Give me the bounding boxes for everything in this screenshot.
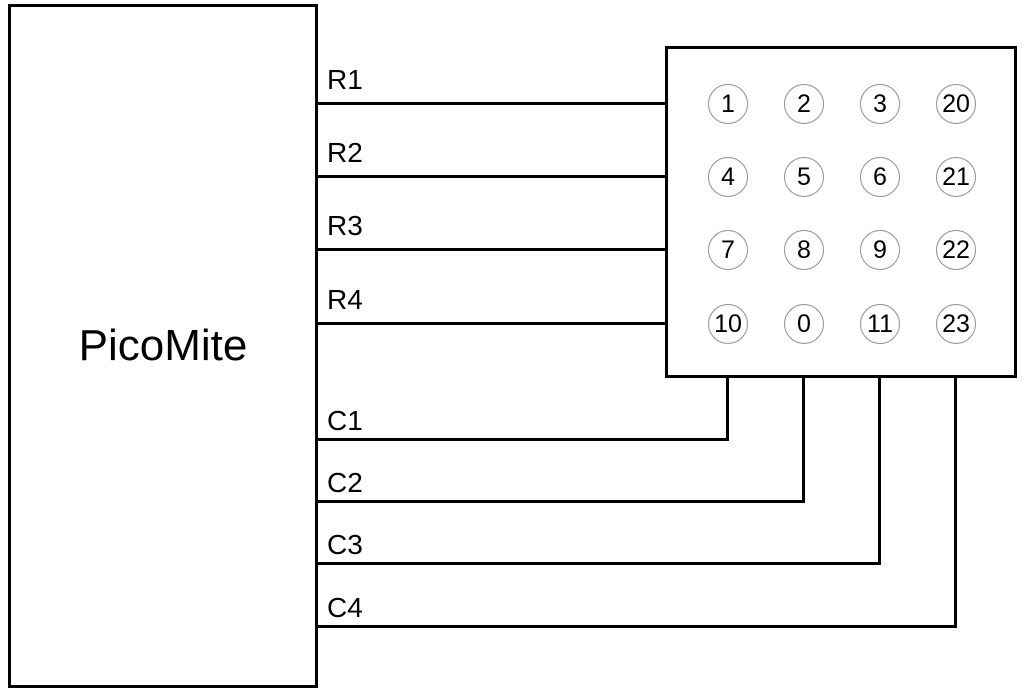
keypad-key-0: 0 — [784, 304, 824, 344]
wire-c3-label: C3 — [327, 529, 363, 560]
wire-r3-label: R3 — [327, 210, 363, 241]
wire-r2-label: R2 — [327, 137, 363, 168]
keypad-key-label: 1 — [721, 89, 735, 118]
wire-r1-label: R1 — [327, 64, 363, 95]
wire-c1-line-vertical — [726, 375, 729, 441]
keypad-key-22: 22 — [936, 230, 976, 270]
picomite-box: PicoMite — [8, 4, 318, 688]
wire-c2-line-horizontal — [318, 500, 805, 503]
wire-c2-label: C2 — [327, 467, 363, 498]
wire-r4-line — [318, 322, 667, 325]
keypad-key-label: 11 — [867, 309, 893, 338]
keypad-key-label: 2 — [797, 89, 811, 118]
wire-r1-line — [318, 102, 667, 105]
keypad-key-label: 9 — [873, 235, 887, 264]
keypad-key-label: 5 — [797, 162, 811, 191]
keypad-key-4: 4 — [708, 157, 748, 197]
keypad-key-1: 1 — [708, 84, 748, 124]
keypad-key-8: 8 — [784, 230, 824, 270]
keypad-key-label: 4 — [721, 162, 735, 191]
keypad-key-label: 21 — [942, 162, 970, 191]
keypad-key-23: 23 — [936, 304, 976, 344]
keypad-key-2: 2 — [784, 84, 824, 124]
keypad-key-label: 10 — [714, 309, 742, 338]
wire-c1-line-horizontal — [318, 438, 729, 441]
keypad-key-label: 7 — [721, 235, 735, 264]
wire-c2-line-vertical — [802, 375, 805, 503]
keypad-key-label: 3 — [873, 89, 887, 118]
keypad-key-20: 20 — [936, 84, 976, 124]
keypad-key-11: 11 — [860, 304, 900, 344]
keypad-key-label: 23 — [942, 309, 970, 338]
wire-c1-label: C1 — [327, 405, 363, 436]
keypad-key-7: 7 — [708, 230, 748, 270]
wire-r3-line — [318, 248, 667, 251]
wire-c4-line-horizontal — [318, 625, 957, 628]
wire-c4-line-vertical — [954, 375, 957, 628]
keypad-key-label: 0 — [797, 309, 811, 338]
keypad-key-5: 5 — [784, 157, 824, 197]
keypad-key-21: 21 — [936, 157, 976, 197]
keypad-key-6: 6 — [860, 157, 900, 197]
wire-c4-label: C4 — [327, 592, 363, 623]
keypad-key-9: 9 — [860, 230, 900, 270]
keypad-key-3: 3 — [860, 84, 900, 124]
keypad-key-label: 22 — [942, 235, 970, 264]
wire-c3-line-vertical — [878, 375, 881, 565]
picomite-label: PicoMite — [78, 321, 248, 370]
keypad-key-label: 8 — [797, 235, 811, 264]
keypad-key-10: 10 — [708, 304, 748, 344]
keypad-key-label: 20 — [942, 89, 970, 118]
wire-r4-label: R4 — [327, 284, 363, 315]
wire-r2-line — [318, 175, 667, 178]
keypad-key-label: 6 — [873, 162, 887, 191]
wire-c3-line-horizontal — [318, 562, 881, 565]
